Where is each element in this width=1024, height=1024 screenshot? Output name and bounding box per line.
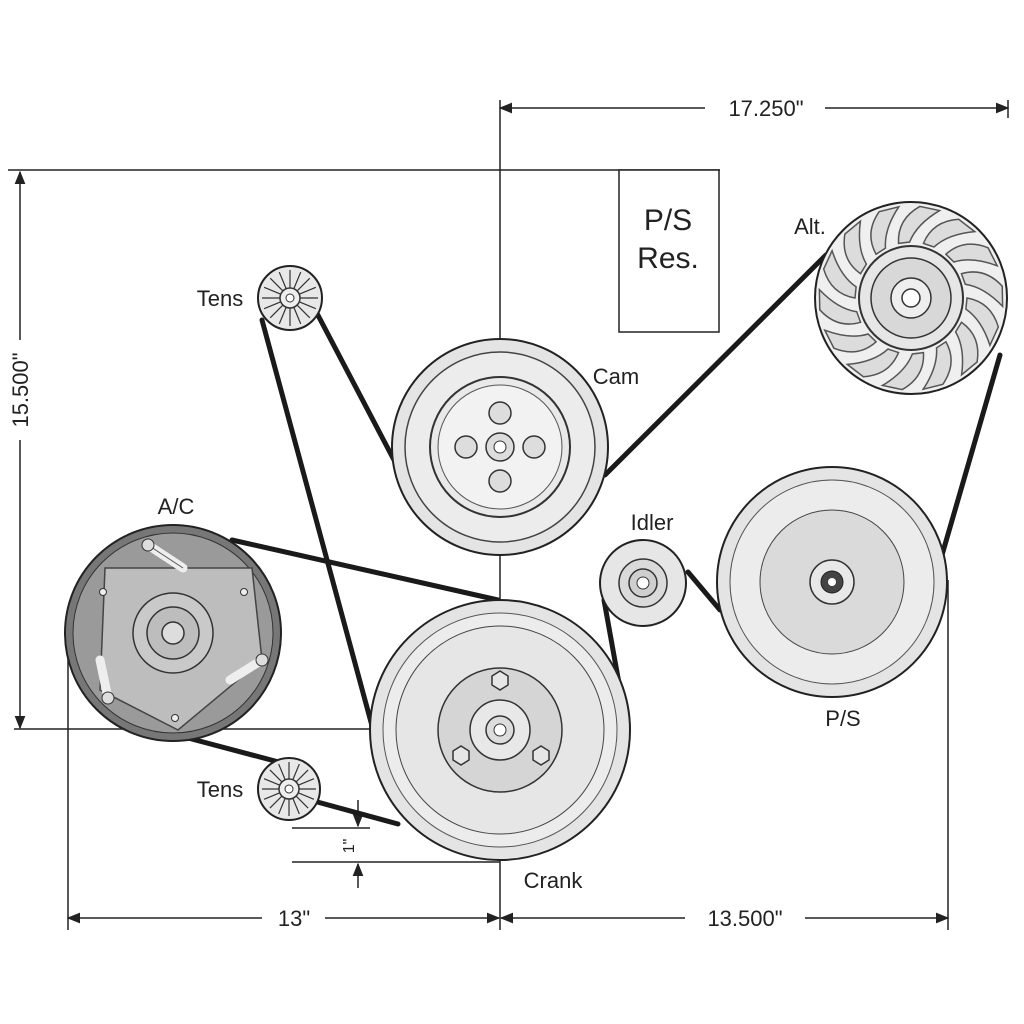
spoke: [263, 778, 280, 786]
alt-label: Alt.: [794, 214, 826, 239]
spoke: [298, 778, 315, 786]
tensioner-top-pulley: [257, 265, 323, 331]
fan-blade: [880, 351, 925, 391]
spoke: [292, 763, 300, 780]
fan-blade: [870, 205, 901, 256]
spoke: [269, 277, 284, 292]
spoke: [296, 277, 311, 292]
tensioner-bottom-pulley: [257, 757, 321, 821]
fan-blade: [960, 271, 1004, 309]
spoke: [299, 286, 317, 295]
cam-pulley: [391, 338, 609, 556]
fan-blade: [843, 219, 868, 275]
ps-reservoir-label-line1: P/S: [644, 204, 692, 237]
fan-blade: [823, 328, 878, 353]
spoke: [296, 304, 311, 319]
ps-reservoir-label-line2: Res.: [637, 242, 699, 275]
dimension-small: 1": [341, 839, 358, 854]
ps-pump-pulley: [716, 466, 948, 698]
tens-bottom-label: Tens: [197, 777, 243, 802]
dimension-bottom-right: 13.500": [707, 906, 782, 931]
spoke: [263, 286, 281, 295]
crank-label: Crank: [524, 868, 584, 893]
ps-label: P/S: [825, 706, 860, 731]
alternator-pulley: [814, 201, 1008, 395]
crank-pulley: [369, 599, 631, 861]
fan-blade: [822, 248, 857, 299]
tens-top-label: Tens: [197, 286, 243, 311]
serpentine-belt: [185, 252, 1003, 827]
spoke: [269, 304, 284, 319]
spoke: [269, 795, 283, 809]
spoke: [292, 798, 300, 815]
spoke: [278, 307, 287, 325]
spoke: [293, 271, 302, 289]
spoke: [295, 795, 309, 809]
ac-compressor-pulley: [64, 524, 282, 742]
fan-blade: [818, 287, 862, 325]
spoke: [278, 798, 286, 815]
fan-blade: [921, 340, 952, 391]
spoke: [278, 763, 286, 780]
spoke: [263, 792, 280, 800]
fan-blade: [944, 243, 999, 268]
dimension-left: 15.500": [8, 352, 33, 427]
spoke: [269, 769, 283, 783]
fan-blade: [954, 321, 979, 377]
dimension-top: 17.250": [728, 96, 803, 121]
idler-label: Idler: [631, 510, 674, 535]
spoke: [295, 769, 309, 783]
ac-label: A/C: [158, 494, 195, 519]
fan-blade: [965, 297, 1000, 348]
fan-blade: [922, 218, 977, 248]
idler-pulley: [599, 539, 687, 627]
dimension-bottom-left: 13": [278, 906, 310, 931]
ps-reservoir: [618, 169, 720, 333]
spoke: [263, 301, 281, 310]
cam-label: Cam: [593, 364, 639, 389]
spoke: [293, 307, 302, 325]
fan-blade: [845, 348, 900, 378]
spoke: [299, 301, 317, 310]
fan-blade: [897, 205, 942, 245]
spoke: [278, 271, 287, 289]
spoke: [298, 792, 315, 800]
